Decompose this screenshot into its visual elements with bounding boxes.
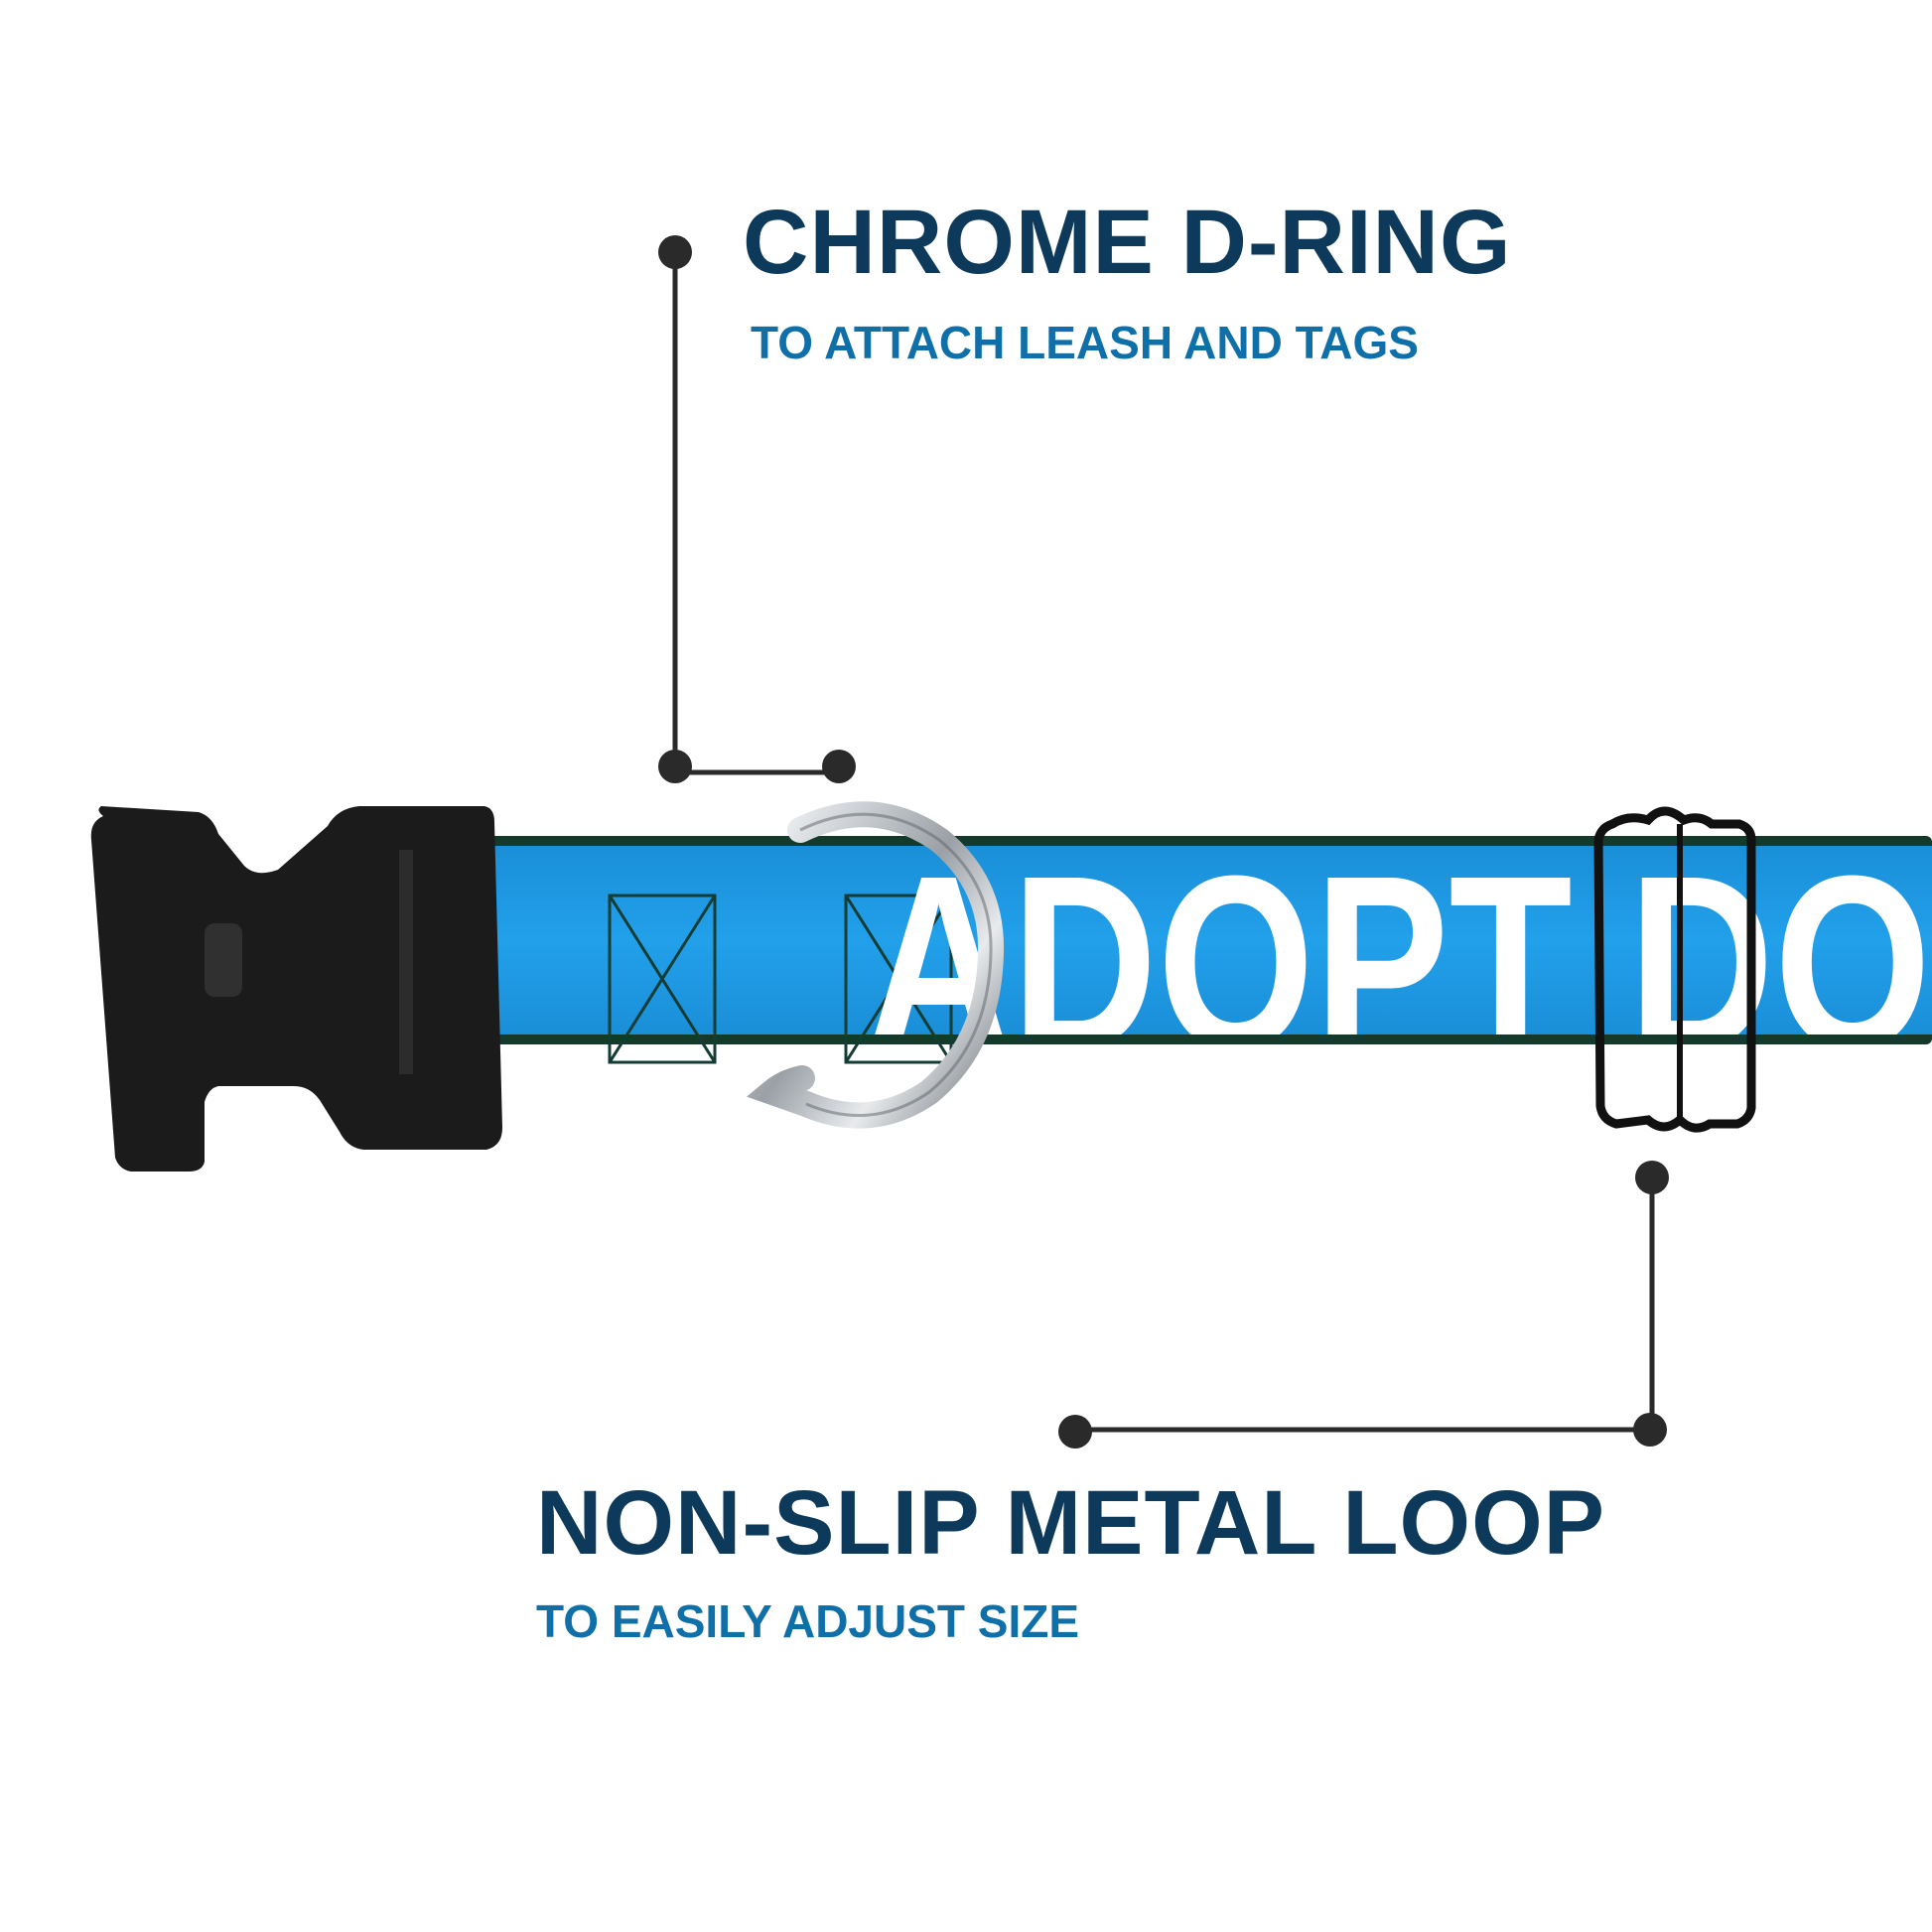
side-release-buckle-icon	[90, 806, 502, 1172]
leader-dot-icon	[822, 750, 856, 783]
leader-dot-icon	[1058, 1415, 1092, 1449]
d-ring-subtitle: TO ATTACH LEASH AND TAGS	[751, 317, 1419, 368]
slide-loop-icon	[1593, 806, 1756, 1133]
d-ring-leader	[658, 235, 856, 783]
box-x-stitch-icon	[608, 894, 717, 1064]
collar-print-text: ADOPT DON	[866, 824, 1932, 1101]
metal-loop-leader	[1058, 1161, 1669, 1449]
leader-dot-icon	[658, 235, 692, 269]
leader-dot-icon	[658, 750, 692, 783]
d-ring-icon	[747, 801, 1005, 1129]
d-ring-title: CHROME D-RING	[743, 192, 1512, 293]
box-x-stitch-icon	[844, 894, 953, 1064]
leader-dot-icon	[1635, 1161, 1669, 1194]
leader-dot-icon	[1633, 1413, 1667, 1447]
metal-loop-title: NON-SLIP METAL LOOP	[536, 1472, 1606, 1574]
metal-loop-subtitle: TO EASILY ADJUST SIZE	[536, 1595, 1080, 1647]
